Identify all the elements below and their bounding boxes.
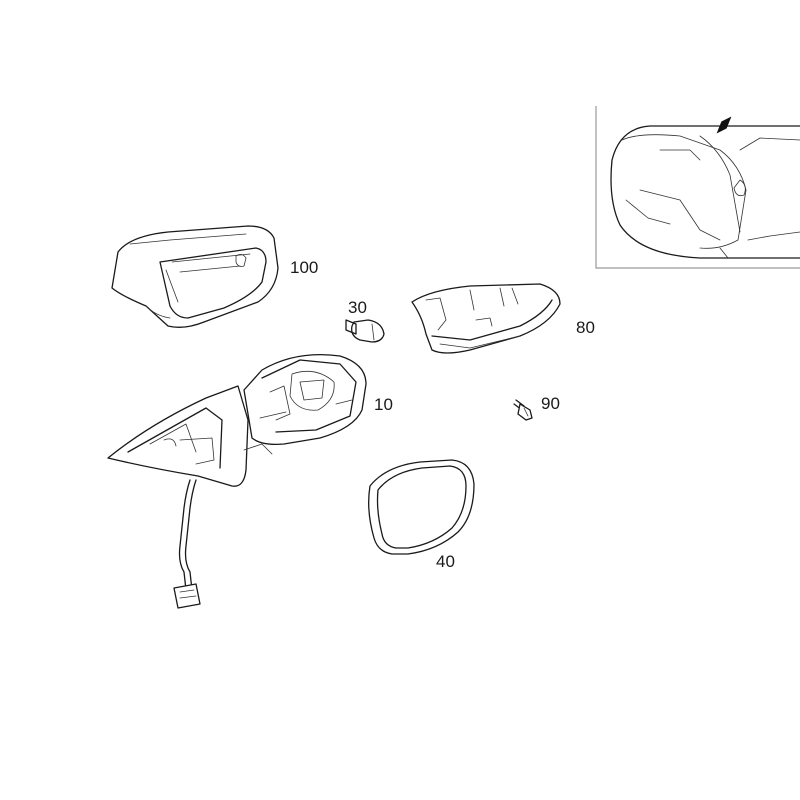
mirror-location-marker: [716, 116, 732, 134]
callout-label-part-10: 10: [374, 395, 393, 414]
callout-label-part-30: 30: [348, 298, 367, 317]
callout-label-part-40: 40: [436, 552, 455, 571]
car-top-view: [610, 125, 800, 259]
part-80-indicator-lamp: [411, 283, 561, 354]
part-100-housing-cover: [111, 225, 279, 328]
part-40-mirror-glass: [368, 459, 475, 555]
part-10-mirror-base: [107, 353, 367, 609]
part-30-bulb: [345, 319, 385, 343]
vehicle-locator-inset: [595, 106, 800, 269]
callout-label-part-100: 100: [290, 258, 318, 277]
inset-frame: [595, 106, 800, 269]
callout-label-part-90: 90: [541, 394, 560, 413]
callout-label-part-80: 80: [576, 318, 595, 337]
part-90-screw: [513, 399, 533, 421]
